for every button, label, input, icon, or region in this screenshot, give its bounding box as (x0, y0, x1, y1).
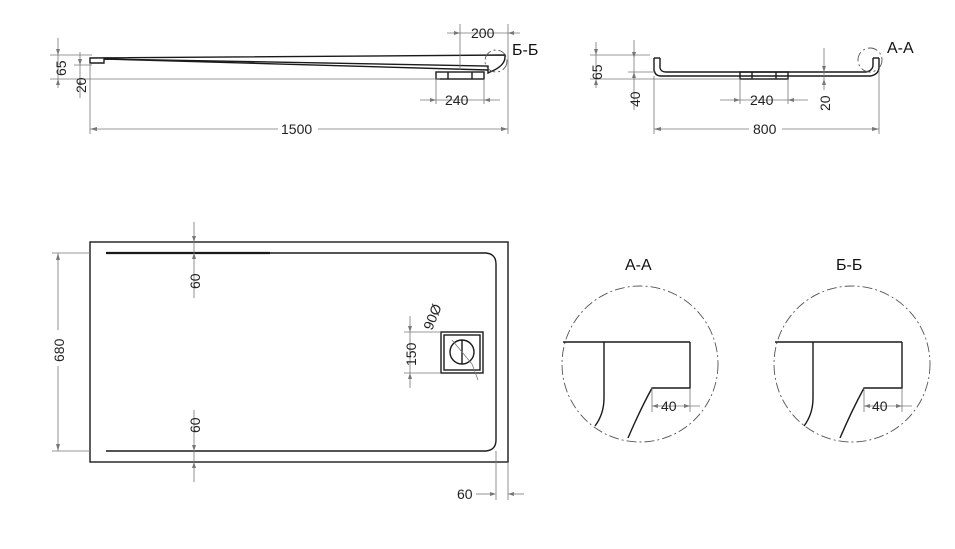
dim-short-edge: 40 (627, 91, 643, 107)
detail-b: Б-Б 40 (773, 257, 931, 443)
section-label-bb: Б-Б (512, 42, 538, 59)
detail-b-title: Б-Б (836, 257, 862, 274)
dim-drain-diameter: 90Ø (420, 301, 445, 332)
dim-rim-top: 60 (187, 273, 203, 289)
detail-a-title: А-А (625, 257, 652, 274)
dim-drain-offset: 200 (471, 25, 495, 41)
detail-b-dim: 40 (872, 398, 888, 414)
dim-rim-right: 60 (457, 486, 473, 502)
dim-base: 20 (73, 77, 89, 93)
dim-short-width: 800 (753, 121, 777, 137)
dim-drain-box: 150 (403, 342, 419, 366)
dim-height: 65 (53, 60, 69, 76)
dim-length: 1500 (281, 121, 312, 137)
dim-short-base: 20 (817, 95, 833, 111)
dim-short-drain: 240 (750, 92, 774, 108)
side-view-long: Б-Б 200 240 1500 65 20 (50, 24, 538, 137)
side-view-short: А-А 65 40 240 20 800 (589, 40, 914, 137)
detail-a: А-А 40 (561, 257, 719, 443)
dim-drain-width: 240 (445, 92, 469, 108)
section-label-aa: А-А (887, 40, 914, 57)
detail-a-dim: 40 (661, 398, 677, 414)
dim-short-height: 65 (589, 64, 605, 80)
dim-rim-bottom: 60 (187, 417, 203, 433)
dim-width: 680 (51, 338, 67, 362)
top-view: 60 60 680 150 90Ø 60 (51, 222, 524, 502)
